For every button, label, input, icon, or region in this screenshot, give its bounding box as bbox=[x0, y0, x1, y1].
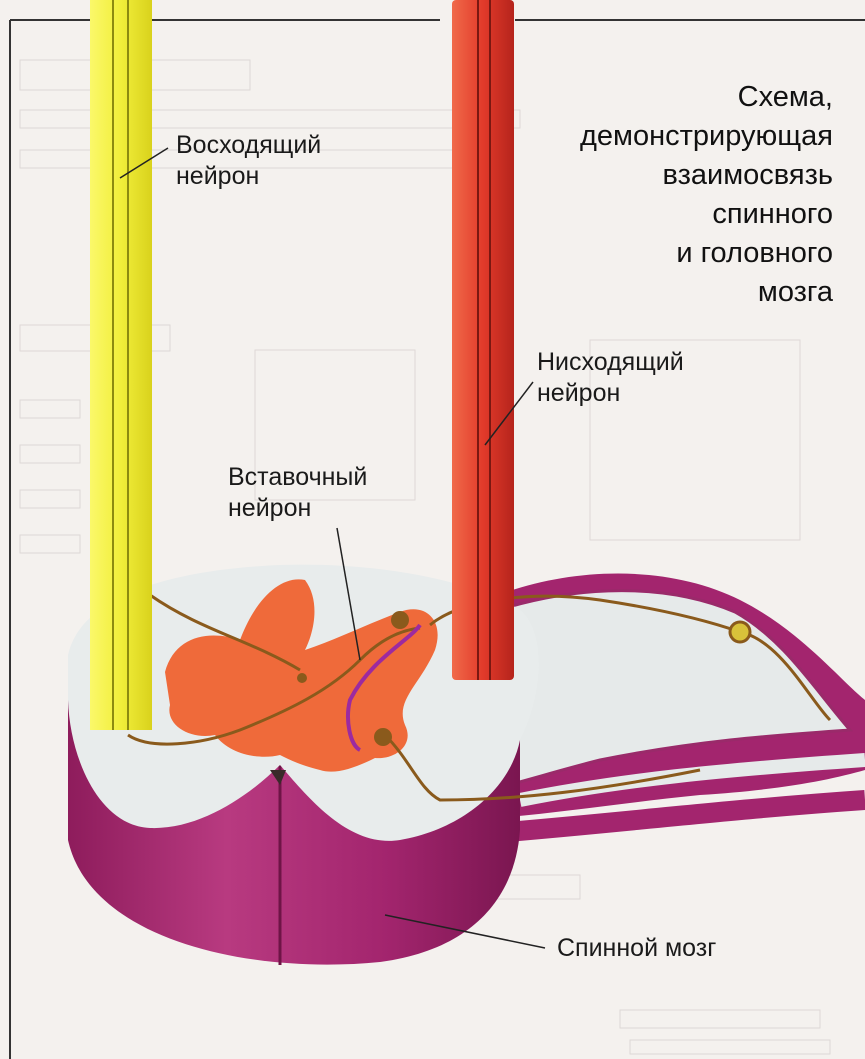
title-line: взаимосвязь bbox=[413, 156, 833, 195]
label-line: Восходящий bbox=[176, 130, 321, 161]
ascending-neuron bbox=[90, 0, 152, 730]
title-line: демонстрирующая bbox=[413, 117, 833, 156]
spinal-cord-label: Спинной мозг bbox=[557, 933, 716, 964]
label-line: Нисходящий bbox=[537, 347, 684, 378]
title-line: спинного bbox=[413, 195, 833, 234]
label-line: Вставочный bbox=[228, 462, 367, 493]
title-line: и головного bbox=[413, 234, 833, 273]
label-line: нейрон bbox=[537, 378, 684, 409]
label-line: нейрон bbox=[176, 161, 321, 192]
label-line: нейрон bbox=[228, 493, 367, 524]
title-line: мозга bbox=[413, 273, 833, 312]
diagram-title: Схема, демонстрирующая взаимосвязь спинн… bbox=[413, 78, 833, 312]
descending-neuron-label: Нисходящий нейрон bbox=[537, 347, 684, 409]
title-line: Схема, bbox=[413, 78, 833, 117]
ascending-neuron-label: Восходящий нейрон bbox=[176, 130, 321, 192]
interneuron-label: Вставочный нейрон bbox=[228, 462, 367, 524]
